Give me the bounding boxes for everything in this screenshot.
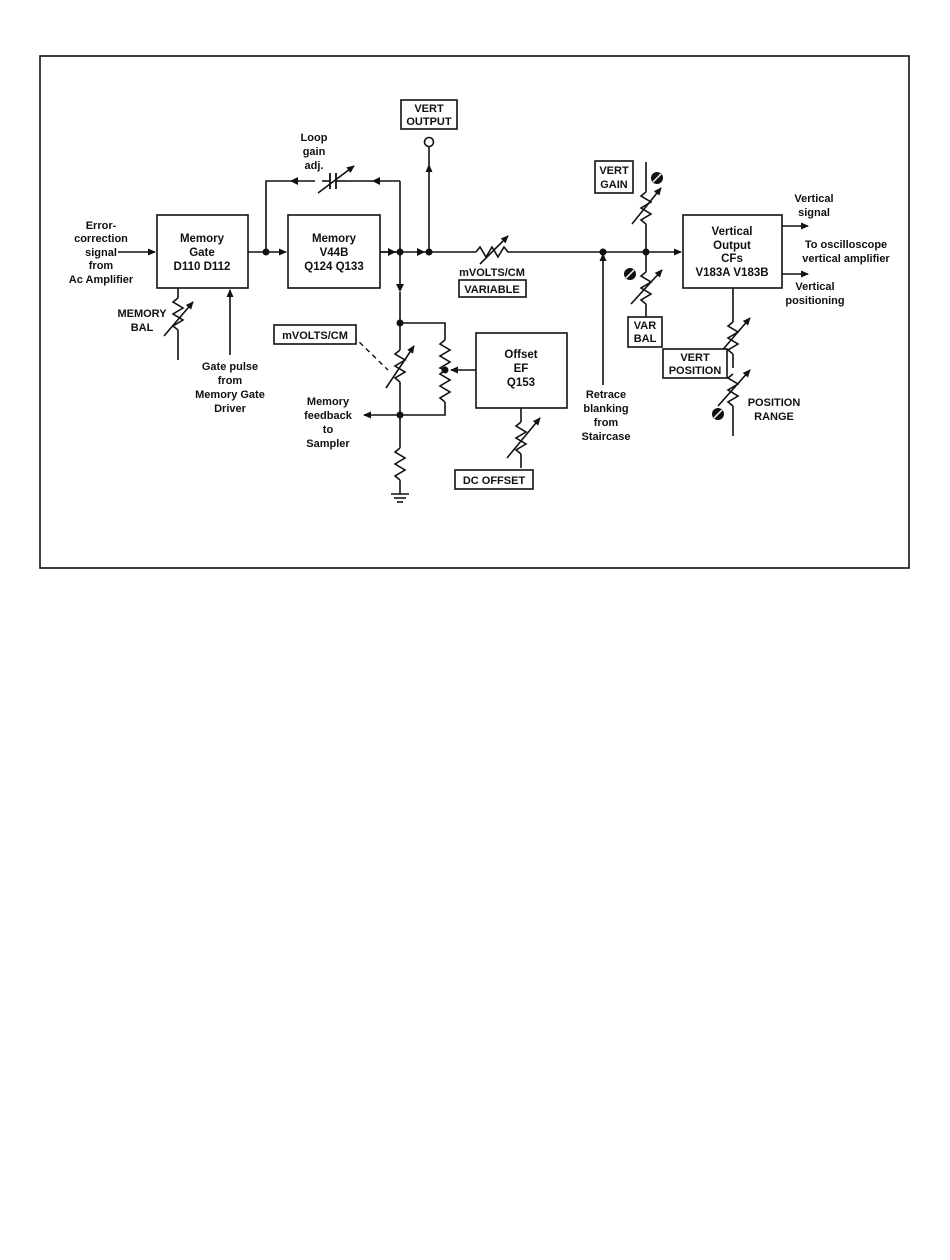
vertical-output-label-2: Output bbox=[713, 240, 751, 252]
svg-text:Sampler: Sampler bbox=[306, 438, 350, 450]
svg-text:To oscilloscope: To oscilloscope bbox=[805, 239, 887, 251]
svg-text:Error-: Error- bbox=[86, 220, 117, 232]
memory-gate-label-2: Gate bbox=[189, 247, 215, 259]
svg-text:GAIN: GAIN bbox=[600, 179, 628, 191]
svg-text:Gate pulse: Gate pulse bbox=[202, 361, 258, 373]
svg-text:mVOLTS/CM: mVOLTS/CM bbox=[282, 330, 348, 342]
memory-block: Memory V44B Q124 Q133 bbox=[287, 214, 381, 289]
offset-ef-label-3: Q153 bbox=[507, 377, 535, 389]
svg-text:Loop: Loop bbox=[301, 132, 328, 144]
vertical-output-label-1: Vertical bbox=[712, 226, 753, 238]
vert-position-panel-label: VERT POSITION bbox=[662, 348, 728, 379]
svg-text:Vertical: Vertical bbox=[794, 193, 833, 205]
memory-gate-label-1: Memory bbox=[180, 233, 225, 245]
svg-text:feedback: feedback bbox=[304, 410, 353, 422]
svg-text:gain: gain bbox=[303, 146, 326, 158]
memory-label-2: V44B bbox=[320, 247, 349, 259]
vert-output-panel-label: VERT OUTPUT bbox=[400, 99, 458, 130]
svg-text:Retrace: Retrace bbox=[586, 389, 626, 401]
svg-text:DC OFFSET: DC OFFSET bbox=[463, 475, 526, 487]
svg-text:Ac Amplifier: Ac Amplifier bbox=[69, 274, 134, 286]
screwdriver-adjust-icon-position-range bbox=[712, 408, 724, 420]
offset-ef-block: Offset EF Q153 bbox=[475, 332, 568, 409]
svg-text:Vertical: Vertical bbox=[795, 281, 834, 293]
var-bal-panel-label: VAR BAL bbox=[627, 316, 663, 348]
memory-feedback-label: Memory feedback to Sampler bbox=[304, 396, 353, 450]
dc-offset-panel-label: DC OFFSET bbox=[454, 469, 534, 490]
svg-text:Memory: Memory bbox=[307, 396, 350, 408]
signal-wiring bbox=[118, 136, 809, 503]
svg-text:MEMORY: MEMORY bbox=[117, 308, 167, 320]
svg-text:BAL: BAL bbox=[634, 333, 657, 345]
svg-text:from: from bbox=[218, 375, 243, 387]
offset-ef-label-2: EF bbox=[514, 363, 529, 375]
loop-gain-label: Loop gain adj. bbox=[301, 132, 328, 172]
vertical-positioning-label: Vertical positioning bbox=[785, 281, 844, 307]
loop-gain-capacitor bbox=[317, 165, 355, 194]
svg-text:adj.: adj. bbox=[305, 160, 324, 172]
svg-text:from: from bbox=[594, 417, 619, 429]
memory-gate-label-3: D110 D112 bbox=[174, 261, 231, 273]
vert-gain-panel-label: VERT GAIN bbox=[594, 160, 634, 194]
svg-text:vertical amplifier: vertical amplifier bbox=[802, 253, 890, 265]
svg-text:VERT: VERT bbox=[680, 352, 710, 364]
svg-text:BAL: BAL bbox=[131, 322, 154, 334]
vertical-output-block: Vertical Output CFs V183A V183B bbox=[682, 214, 783, 289]
svg-text:Driver: Driver bbox=[214, 403, 247, 415]
position-range-label: POSITION RANGE bbox=[748, 397, 801, 423]
svg-text:OUTPUT: OUTPUT bbox=[406, 116, 452, 128]
error-signal-label: Error- correction signal from Ac Amplifi… bbox=[69, 220, 134, 286]
svg-text:signal: signal bbox=[85, 247, 117, 259]
svg-text:VERT: VERT bbox=[414, 103, 444, 115]
svg-text:POSITION: POSITION bbox=[669, 365, 722, 377]
screwdriver-adjust-icon-vert-gain bbox=[651, 172, 663, 184]
svg-text:POSITION: POSITION bbox=[748, 397, 801, 409]
svg-text:from: from bbox=[89, 260, 114, 272]
mvolts-cm-panel-label: mVOLTS/CM bbox=[273, 324, 357, 345]
svg-text:to: to bbox=[323, 424, 334, 436]
screwdriver-adjust-icon-var-bal bbox=[624, 268, 636, 280]
svg-text:Staircase: Staircase bbox=[582, 431, 631, 443]
svg-text:signal: signal bbox=[798, 207, 830, 219]
svg-text:RANGE: RANGE bbox=[754, 411, 794, 423]
vertical-output-label-4: V183A V183B bbox=[695, 267, 768, 279]
variable-panel-label: VARIABLE bbox=[458, 279, 527, 298]
diagram-frame bbox=[39, 55, 910, 569]
svg-text:Memory Gate: Memory Gate bbox=[195, 389, 265, 401]
svg-text:blanking: blanking bbox=[583, 403, 628, 415]
svg-text:VERT: VERT bbox=[599, 165, 629, 177]
svg-text:positioning: positioning bbox=[785, 295, 844, 307]
memory-label-3: Q124 Q133 bbox=[304, 261, 363, 273]
vertical-output-label-3: CFs bbox=[721, 253, 743, 265]
variable-resistor bbox=[475, 235, 512, 265]
offset-ef-label-1: Offset bbox=[504, 349, 537, 361]
vertical-signal-label: Vertical signal bbox=[794, 193, 833, 219]
gate-pulse-label: Gate pulse from Memory Gate Driver bbox=[195, 361, 265, 415]
memory-gate-block: Memory Gate D110 D112 bbox=[156, 214, 249, 289]
svg-text:correction: correction bbox=[74, 233, 128, 245]
junction-dots bbox=[262, 248, 650, 419]
mvolts-cm-label: mVOLTS/CM bbox=[459, 267, 525, 279]
memory-bal-label: MEMORY BAL bbox=[117, 308, 167, 334]
retrace-blanking-label: Retrace blanking from Staircase bbox=[582, 389, 631, 443]
memory-label-1: Memory bbox=[312, 233, 357, 245]
to-oscilloscope-label: To oscilloscope vertical amplifier bbox=[802, 239, 890, 265]
svg-text:VARIABLE: VARIABLE bbox=[464, 284, 519, 296]
svg-text:VAR: VAR bbox=[634, 320, 656, 332]
